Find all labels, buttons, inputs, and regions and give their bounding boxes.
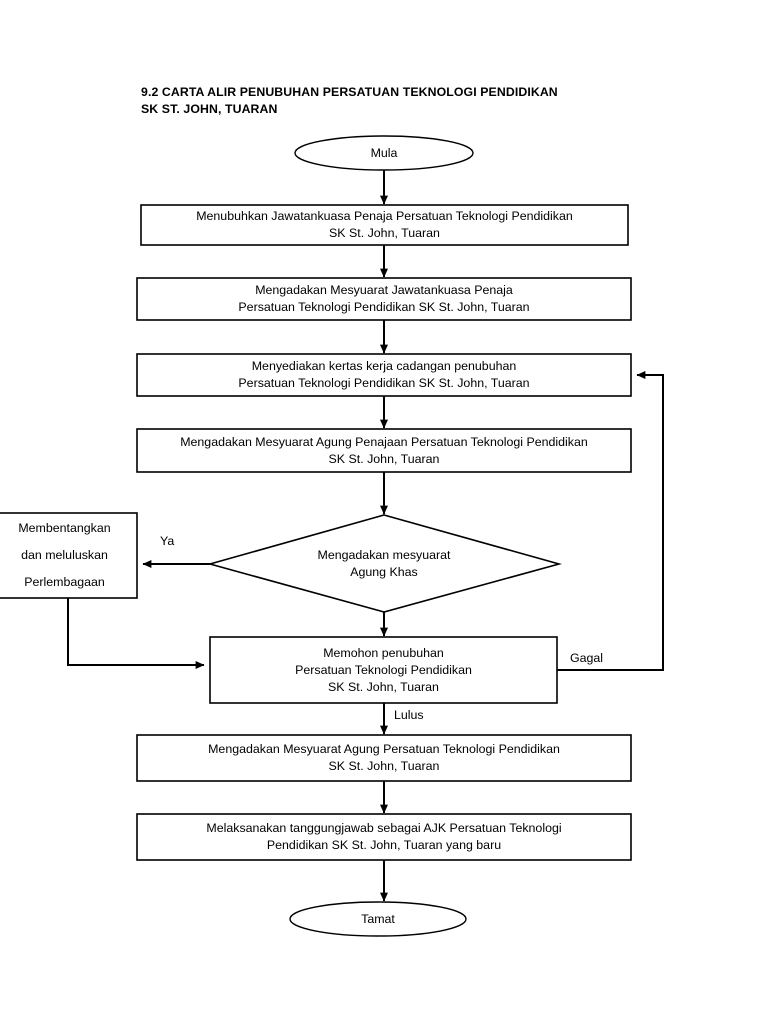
shape-step4-box (136, 428, 632, 473)
edge-label-lulus: Lulus (394, 708, 424, 722)
shape-step5-box (136, 734, 632, 782)
shape-apply-box (209, 636, 558, 704)
connector-sidestep-to-apply (67, 598, 205, 669)
connector-gagal-loop-to-step3 (557, 371, 664, 671)
edge-label-gagal: Gagal (570, 651, 604, 665)
shape-step2-box (136, 277, 632, 321)
shape-step3-box (136, 353, 632, 397)
shape-step1-box (140, 204, 629, 246)
shape-decision-diamond (207, 514, 562, 613)
edge-label-ya: Ya (160, 534, 175, 548)
shape-sidestep-box (0, 512, 138, 599)
shape-end-ellipse (289, 901, 467, 937)
shape-step6-box (136, 813, 632, 861)
page-title: 9.2 CARTA ALIR PENUBUHAN PERSATUAN TEKNO… (141, 85, 558, 116)
shape-start-ellipse (294, 135, 474, 171)
